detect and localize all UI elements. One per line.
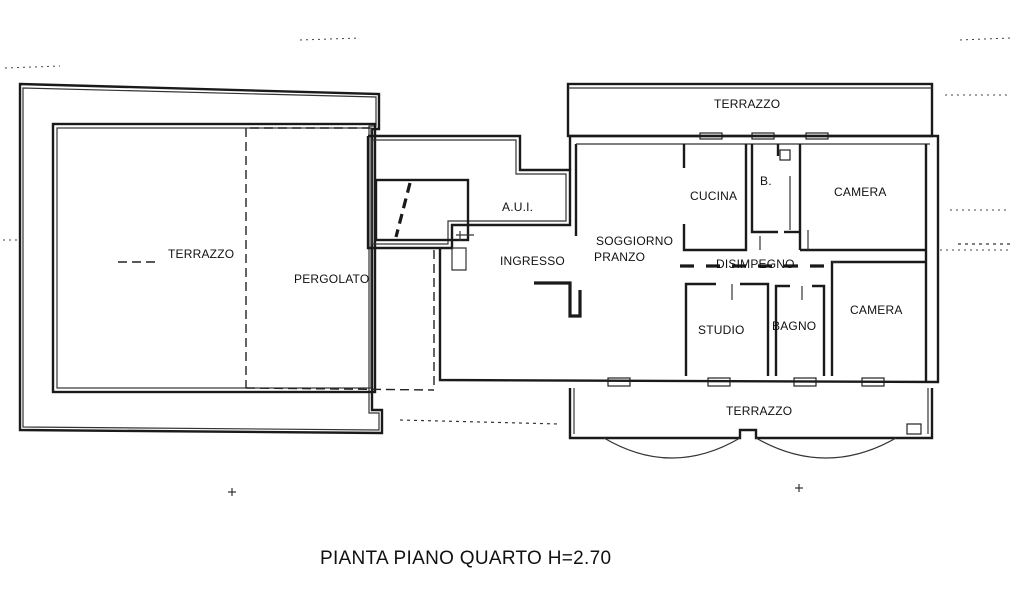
label-cucina: CUCINA <box>690 189 737 203</box>
label-pergolato: PERGOLATO <box>294 272 369 286</box>
label-disimpegno: DISIMPEGNO <box>716 257 795 271</box>
scan-noise <box>3 37 1011 251</box>
label-studio: STUDIO <box>698 323 745 337</box>
label-soggiorno: SOGGIORNO <box>596 234 673 248</box>
service-block <box>366 134 572 300</box>
apartment-outline <box>438 134 940 387</box>
label-camera-bottom: CAMERA <box>850 303 903 317</box>
pergolato-outline <box>245 127 435 391</box>
plan-title: PIANTA PIANO QUARTO H=2.70 <box>320 548 611 569</box>
label-pranzo: PRANZO <box>594 250 645 264</box>
label-aui: A.U.I. <box>502 200 533 214</box>
label-bagno: BAGNO <box>772 319 816 333</box>
terrace-left-outline <box>18 82 384 435</box>
plan-marks <box>118 243 1012 496</box>
terrace-bottom-outline <box>568 388 934 459</box>
label-b: B. <box>760 174 772 188</box>
label-ingresso: INGRESSO <box>500 254 565 268</box>
label-terrazzo-top: TERRAZZO <box>714 97 780 111</box>
terrace-top-outline <box>566 82 934 140</box>
label-terrazzo-left: TERRAZZO <box>168 247 234 261</box>
label-terrazzo-bottom: TERRAZZO <box>726 404 792 418</box>
label-camera-top: CAMERA <box>834 185 887 199</box>
